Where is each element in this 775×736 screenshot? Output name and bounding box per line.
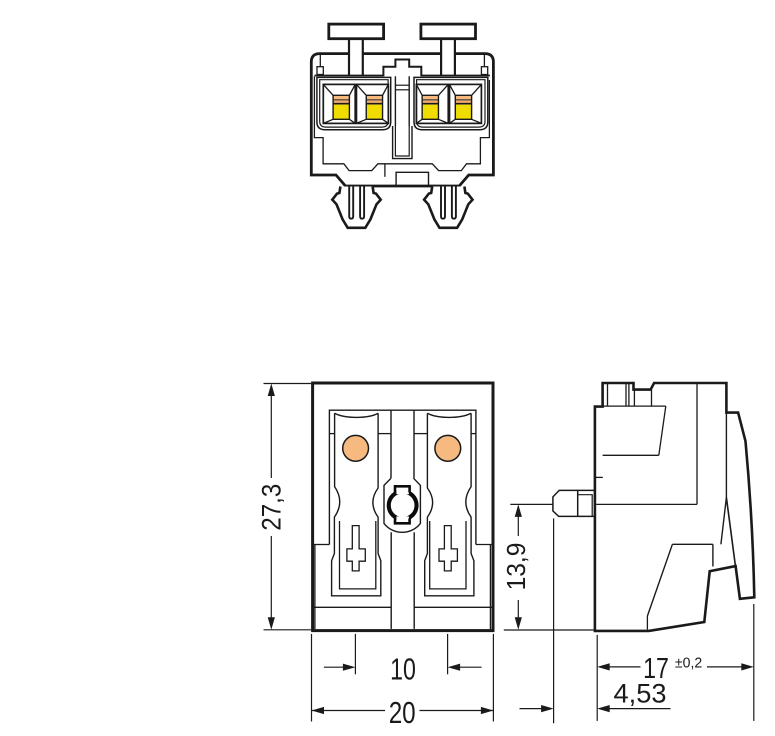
svg-text:10: 10 <box>390 653 416 687</box>
svg-text:4,53: 4,53 <box>614 679 667 709</box>
svg-text:27,3: 27,3 <box>257 484 287 531</box>
svg-text:±0,2: ±0,2 <box>675 656 702 672</box>
svg-text:20: 20 <box>389 696 416 730</box>
svg-text:17: 17 <box>643 653 669 685</box>
svg-text:13,9: 13,9 <box>501 543 531 591</box>
